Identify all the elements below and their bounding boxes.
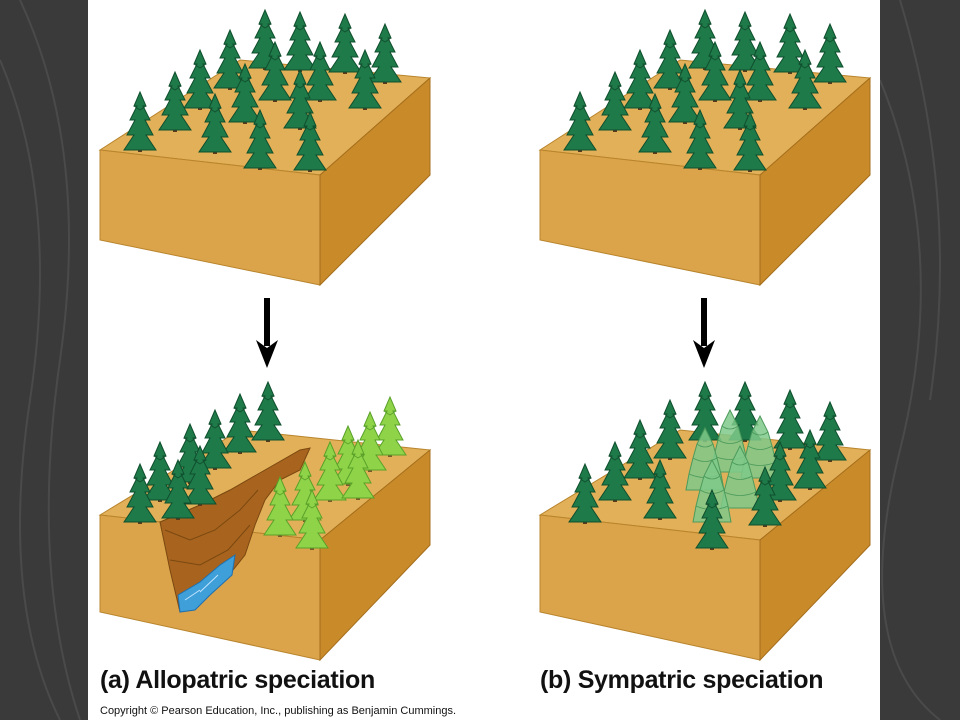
ground-block-top-left bbox=[98, 59, 432, 287]
canyon bbox=[159, 447, 311, 613]
down-arrow-icon bbox=[693, 298, 715, 368]
copyright-notice: Copyright © Pearson Education, Inc., pub… bbox=[100, 705, 457, 717]
down-arrow-icon bbox=[256, 298, 278, 368]
caption-sympatric-prefix: (b) bbox=[540, 666, 572, 694]
caption-sympatric: (b) Sympatric speciation bbox=[540, 666, 823, 695]
ground-block-top-right bbox=[538, 59, 872, 287]
caption-sympatric-text: Sympatric speciation bbox=[577, 666, 824, 694]
caption-allopatric: (a) Allopatric speciation bbox=[100, 666, 375, 694]
river bbox=[177, 553, 236, 613]
